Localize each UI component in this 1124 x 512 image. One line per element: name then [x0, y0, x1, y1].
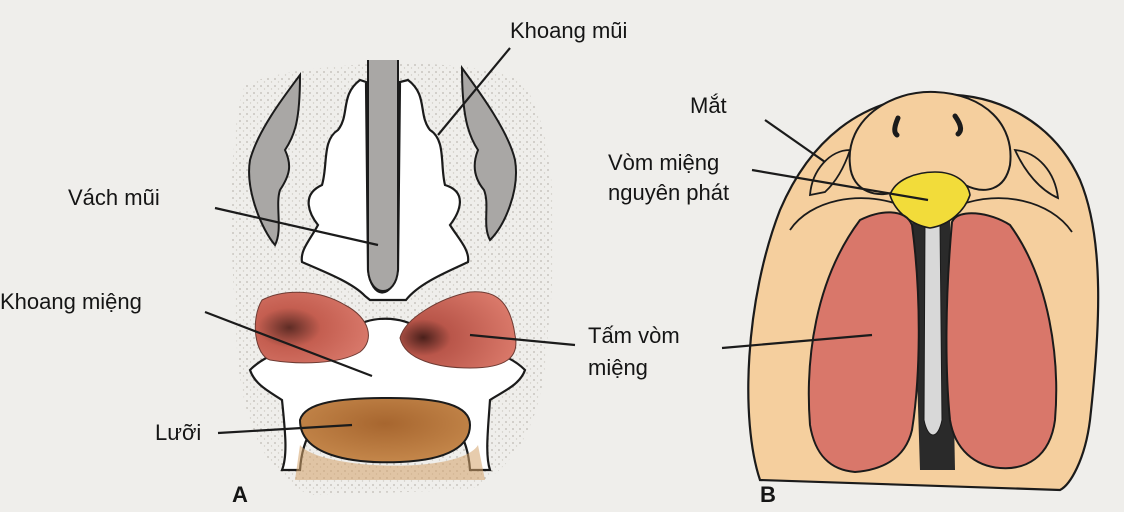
tongue	[298, 396, 472, 464]
left-nasal-concha	[248, 71, 302, 247]
label-nasal-cavity: Khoang mũi	[510, 18, 628, 43]
panel-letter-b: B	[760, 482, 776, 507]
right-palatal-shelf	[399, 291, 517, 369]
leader-nasal-septum	[214, 206, 379, 247]
leader-palatal-shelf	[469, 333, 576, 347]
label-eye: Mắt	[690, 93, 727, 118]
nasal-septum	[367, 60, 399, 292]
label-palatal-shelf-line1: Tấm vòm	[588, 323, 680, 348]
right-eye	[1013, 148, 1060, 200]
left-palatal-shelf	[254, 291, 369, 364]
left-palatal-shelf-b	[807, 211, 920, 474]
leader-primary-palate	[751, 168, 929, 202]
label-nasal-septum: Vách mũi	[68, 185, 160, 210]
nasal-cavity-space	[300, 78, 470, 302]
tongue-lower-stipple	[295, 445, 485, 480]
label-palatal-shelf-line2: miệng	[588, 355, 648, 380]
label-primary-palate-line2: nguyên phát	[608, 180, 730, 205]
panel-letter-a: A	[232, 482, 248, 507]
leader-nasal-cavity	[437, 47, 511, 136]
leader-palatal-shelf-b	[721, 333, 873, 350]
panel-a-figure	[204, 47, 576, 496]
leader-eye	[764, 119, 826, 163]
nasal-septum-b	[923, 219, 943, 436]
leader-tongue	[217, 423, 353, 435]
maxillary-process-left	[789, 197, 901, 231]
label-tongue: Lưỡi	[155, 420, 202, 445]
right-nostril	[952, 113, 964, 137]
leader-oral-cavity	[204, 310, 373, 378]
right-nasal-concha	[460, 64, 517, 242]
label-primary-palate-line1: Vòm miệng	[608, 150, 720, 175]
panel-a-leader-lines	[204, 47, 576, 435]
panel-b-leader-lines	[721, 119, 929, 350]
primary-palate	[889, 171, 971, 229]
right-palatal-shelf-b	[945, 212, 1058, 470]
panel-b-figure	[721, 90, 1100, 492]
left-nostril	[892, 115, 901, 138]
maxillary-process-right	[959, 197, 1073, 233]
label-oral-cavity: Khoang miệng	[0, 289, 142, 314]
